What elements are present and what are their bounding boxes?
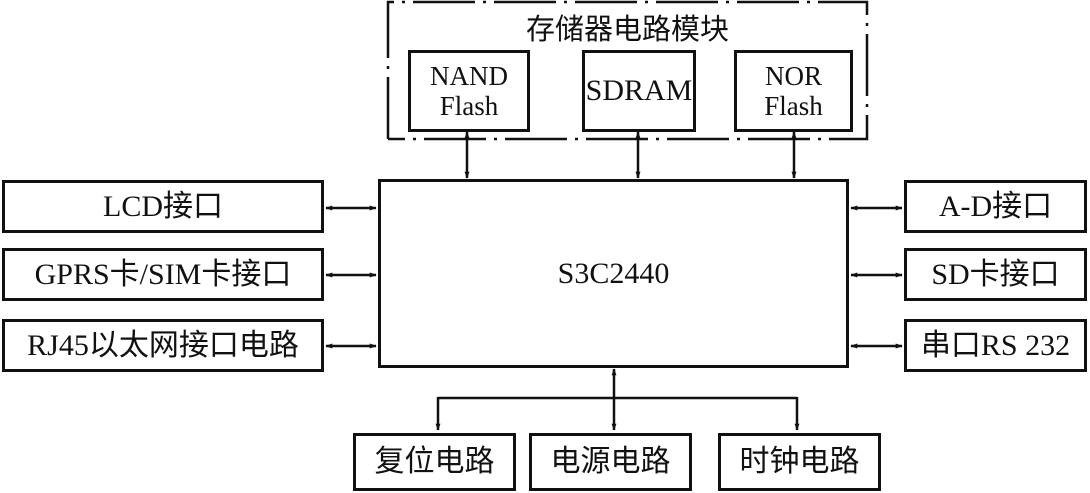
memory-module-frame bbox=[386, 0, 869, 141]
reset-circuit-label: 复位电路 bbox=[374, 445, 495, 479]
cpu-box: S3C2440 bbox=[378, 179, 849, 368]
cpu-label: S3C2440 bbox=[557, 256, 670, 290]
sdram-label: SDRAM bbox=[585, 74, 693, 108]
ad-interface-box: A-D接口 bbox=[904, 180, 1087, 233]
sdram-box: SDRAM bbox=[582, 50, 696, 132]
reset-circuit-box: 复位电路 bbox=[353, 433, 516, 491]
lcd-interface-box: LCD接口 bbox=[2, 180, 324, 233]
power-circuit-label: 电源电路 bbox=[550, 445, 671, 479]
rj45-ethernet-label: RJ45以太网接口电路 bbox=[27, 328, 299, 362]
sd-interface-box: SD卡接口 bbox=[904, 248, 1087, 301]
lcd-interface-label: LCD接口 bbox=[103, 189, 223, 223]
uart-rs232-label: 串口RS 232 bbox=[920, 328, 1071, 362]
memory-module-title: 存储器电路模块 bbox=[525, 14, 729, 46]
clock-circuit-label: 时钟电路 bbox=[739, 445, 860, 479]
sd-interface-label: SD卡接口 bbox=[931, 257, 1060, 291]
gprs-sim-interface-label: GPRS卡/SIM卡接口 bbox=[34, 257, 292, 291]
power-circuit-box: 电源电路 bbox=[529, 433, 692, 491]
ad-interface-label: A-D接口 bbox=[938, 189, 1053, 223]
clock-circuit-box: 时钟电路 bbox=[718, 433, 881, 491]
gprs-sim-interface-box: GPRS卡/SIM卡接口 bbox=[2, 248, 324, 301]
nor-flash-label: NOR Flash bbox=[764, 60, 823, 121]
nand-flash-box: NAND Flash bbox=[408, 50, 530, 132]
nand-flash-label: NAND Flash bbox=[430, 60, 508, 121]
uart-rs232-box: 串口RS 232 bbox=[904, 319, 1087, 372]
nor-flash-box: NOR Flash bbox=[734, 50, 853, 132]
rj45-ethernet-box: RJ45以太网接口电路 bbox=[2, 319, 324, 372]
